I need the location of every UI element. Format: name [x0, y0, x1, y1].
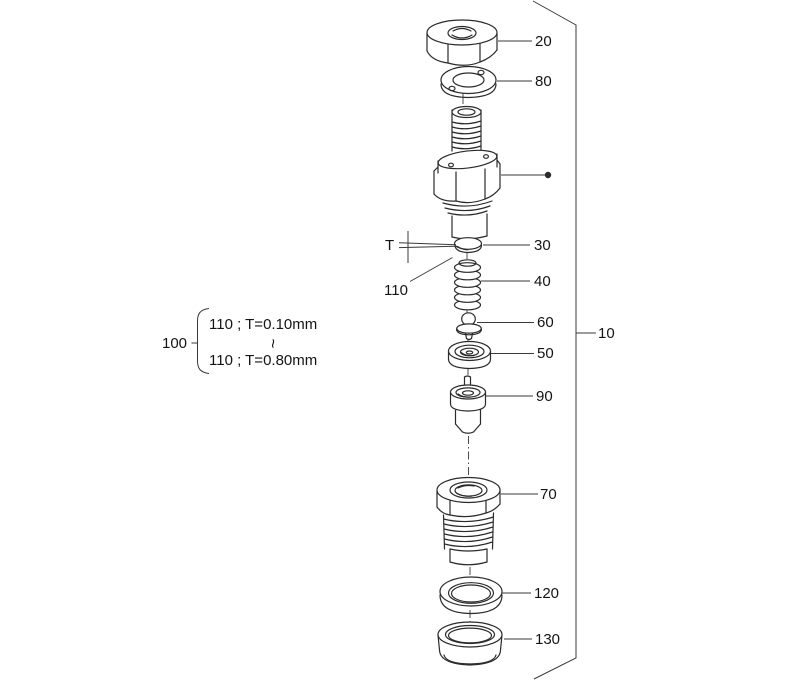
part-nozzle [449, 375, 487, 434]
callout-50: 50 [537, 345, 554, 362]
part-heat-shield [437, 621, 503, 666]
thickness-label: T [385, 237, 395, 254]
note-bracket [191, 308, 210, 374]
assembly-bracket [532, 0, 596, 680]
thickness-dimension-marks [398, 231, 457, 263]
callout-130: 130 [535, 631, 561, 648]
part-spacer [447, 340, 492, 370]
note-range-tilde: ~ [263, 338, 283, 349]
part-shim [453, 237, 483, 254]
part-gasket [439, 576, 503, 615]
part-spring [453, 259, 482, 311]
callout-10: 10 [598, 325, 615, 342]
callout-70: 70 [540, 486, 557, 503]
note-line-2: 110 ; T=0.80mm [209, 352, 318, 369]
callout-40: 40 [534, 273, 551, 290]
callout-120: 120 [534, 585, 560, 602]
leader-lines [409, 40, 552, 640]
callout-20: 20 [535, 33, 552, 50]
callout-30: 30 [534, 237, 551, 254]
callout-60: 60 [537, 314, 554, 331]
part-nozzle-holder-body [433, 105, 501, 240]
part-cap-nut [426, 19, 498, 66]
part-retaining-nut [436, 476, 501, 566]
callout-110: 110 [384, 282, 408, 299]
callout-80: 80 [535, 73, 552, 90]
note-line-1: 110 ; T=0.10mm [209, 316, 318, 333]
callout-90: 90 [536, 388, 553, 405]
part-pressure-pin [455, 312, 483, 341]
part-upper-washer [440, 65, 497, 99]
note-group-label: 100 [162, 335, 188, 352]
